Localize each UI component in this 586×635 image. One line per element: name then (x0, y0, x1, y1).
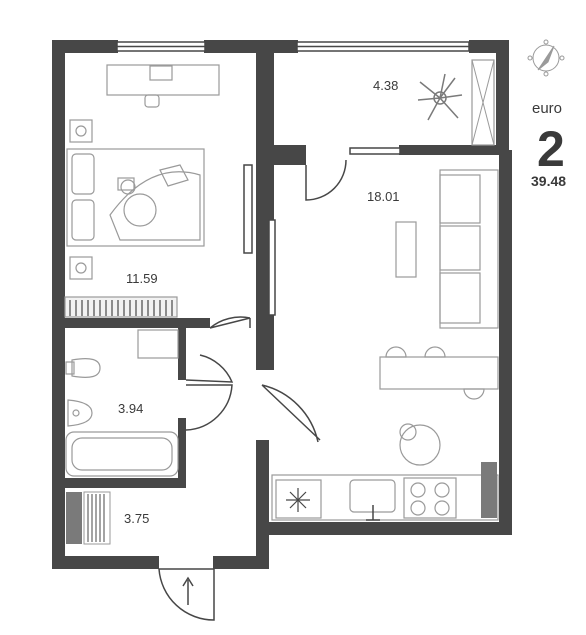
monitor (149, 65, 173, 81)
faucet-icon (366, 505, 380, 521)
bar-counter (379, 356, 499, 390)
balcony (417, 59, 495, 146)
cook-figure (399, 424, 441, 466)
blanket (109, 171, 201, 241)
living-door (261, 384, 321, 443)
pillow-top (71, 153, 95, 195)
stove (403, 477, 457, 519)
type-label: euro (532, 100, 562, 117)
windows (116, 41, 470, 316)
doors (158, 159, 347, 621)
total-area: 39.48 (531, 173, 566, 189)
bed (66, 148, 205, 247)
balcony-door (305, 159, 347, 201)
wardrobe-stripes (69, 300, 173, 316)
hall-stripes (87, 494, 105, 542)
wardrobe (64, 296, 178, 318)
compass-icon (527, 39, 565, 77)
hall-area-label: 3.75 (124, 511, 149, 526)
lamp-right (69, 256, 93, 280)
coffee-table (395, 221, 417, 278)
bedroom-door (209, 316, 251, 329)
bathroom-door (185, 354, 234, 383)
hall-cabinet (66, 492, 82, 544)
living-kitchen (271, 169, 499, 521)
rooms-count: 2 (537, 121, 565, 177)
bedroom (64, 64, 220, 318)
living-area-label: 18.01 (367, 189, 400, 204)
balcony-area-label: 4.38 (373, 78, 398, 93)
tall-cabinet (481, 462, 497, 518)
bathroom-area-label: 3.94 (118, 401, 143, 416)
walls (52, 40, 512, 569)
washing-machine (137, 329, 179, 359)
sofa (439, 169, 499, 329)
balcony-door-window (349, 147, 401, 155)
toilet (71, 358, 101, 378)
pillow-bottom (71, 199, 95, 241)
bedroom-side-window (243, 164, 253, 254)
snowflake-icon (286, 488, 310, 512)
living-window (268, 219, 276, 316)
bathroom (65, 329, 179, 477)
sink (67, 399, 93, 427)
lamp-left (69, 119, 93, 143)
hall-door (185, 384, 233, 431)
entrance-door (158, 568, 215, 621)
bedroom-area-label: 11.59 (126, 271, 158, 286)
bathtub (65, 431, 179, 477)
person-figure (123, 193, 157, 227)
kitchen-counter (271, 474, 499, 521)
desk (106, 64, 220, 96)
plant-icon (417, 73, 463, 121)
chair (144, 94, 160, 108)
fridge (275, 479, 322, 519)
entrance-arrow-icon (182, 576, 194, 605)
